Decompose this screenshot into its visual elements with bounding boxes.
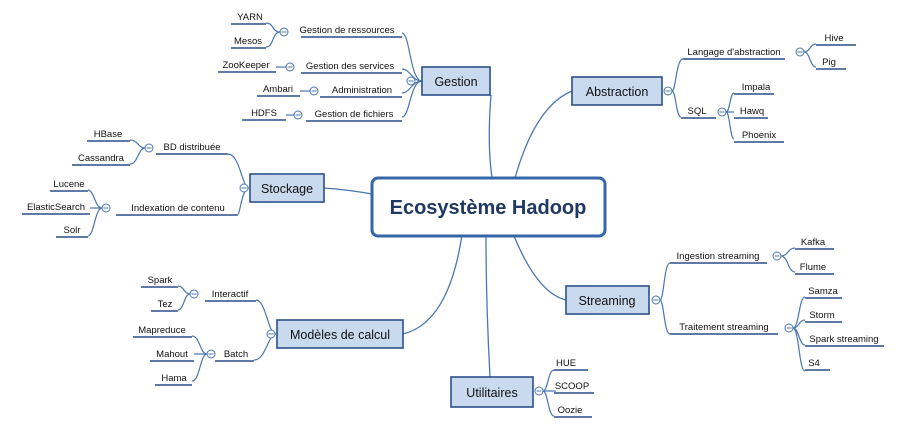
center-connectors [323, 90, 573, 378]
collapse-toggle-gestion-icon[interactable] [406, 76, 416, 86]
collapse-toggle-ingestion-icon[interactable] [772, 251, 782, 261]
branch-label-utilitaires: Utilitaires [466, 386, 517, 400]
leaf-phoenix: Phoenix [742, 130, 777, 141]
branch-node-calcul[interactable]: Modèles de calcul [276, 319, 404, 349]
leaf-scoop: SCOOP [555, 381, 589, 392]
branch-abstraction: Langage d'abstraction SQL Hive Pig Impal… [571, 33, 856, 143]
branch-node-gestion[interactable]: Gestion [421, 66, 491, 96]
collapse-toggle-administration-icon[interactable] [309, 86, 319, 96]
connector-gestion [488, 94, 493, 179]
collapse-toggle-batch-icon[interactable] [206, 349, 216, 359]
gestion-ressources-label: Gestion de ressources [299, 25, 394, 36]
connector-abstraction [514, 90, 573, 179]
leaf-pig: Pig [822, 57, 836, 68]
leaf-impala: Impala [742, 82, 771, 93]
leaf-mesos: Mesos [234, 36, 262, 47]
branch-label-calcul: Modèles de calcul [290, 328, 390, 342]
branch-stockage: BD distribuée Indexation de contenu HBas… [22, 129, 325, 238]
branch-utilitaires: HUE SCOOP Oozie Utilitaires [450, 358, 594, 418]
leaf-hdfs: HDFS [251, 108, 277, 119]
leaf-samza: Samza [808, 286, 838, 297]
branch-node-stockage[interactable]: Stockage [249, 173, 325, 203]
leaf-ambari: Ambari [263, 84, 293, 95]
gestion-services-label: Gestion des services [306, 61, 394, 72]
branch-calcul: Interactif Batch Spark Tez Mapreduce Mah… [133, 275, 404, 386]
leaf-hbase: HBase [94, 129, 123, 140]
connector-streaming [513, 235, 567, 301]
collapse-toggle-sql-icon[interactable] [717, 107, 727, 117]
leaf-tez: Tez [158, 299, 173, 310]
langage-label: Langage d'abstraction [687, 47, 780, 58]
branch-label-gestion: Gestion [434, 75, 477, 89]
leaf-spark: Spark [148, 275, 173, 286]
indexation-label: Indexation de contenu [131, 203, 225, 214]
central-topic-label: Ecosystème Hadoop [390, 197, 587, 219]
collapse-toggle-interactif-icon[interactable] [189, 289, 199, 299]
branch-label-streaming: Streaming [579, 294, 636, 308]
interactif-label: Interactif [212, 289, 249, 300]
leaf-mapreduce: Mapreduce [138, 325, 186, 336]
collapse-toggle-services-icon[interactable] [285, 62, 295, 72]
administration-label: Administration [332, 85, 392, 96]
batch-label: Batch [224, 349, 248, 360]
branch-node-utilitaires[interactable]: Utilitaires [450, 376, 534, 408]
collapse-toggle-traitement-icon[interactable] [784, 323, 794, 333]
leaf-kafka: Kafka [801, 237, 826, 248]
branch-node-streaming[interactable]: Streaming [565, 285, 650, 315]
connector-stockage [323, 187, 373, 195]
leaf-zookeeper: ZooKeeper [222, 60, 269, 71]
collapse-toggle-fichiers-icon[interactable] [293, 110, 303, 120]
leaf-flume: Flume [800, 262, 826, 273]
collapse-toggle-abstraction-icon[interactable] [663, 86, 673, 96]
leaf-elasticsearch: ElasticSearch [27, 202, 85, 213]
branch-label-stockage: Stockage [261, 182, 313, 196]
central-topic[interactable]: Ecosystème Hadoop [370, 176, 607, 238]
collapse-toggle-indexation-icon[interactable] [101, 203, 111, 213]
leaf-hawq: Hawq [740, 106, 764, 117]
leaf-hive: Hive [824, 33, 843, 44]
branch-streaming: Ingestion streaming Traitement streaming… [565, 237, 884, 372]
traitement-label: Traitement streaming [679, 322, 768, 333]
branch-node-abstraction[interactable]: Abstraction [571, 76, 663, 106]
leaf-s4: S4 [808, 358, 820, 369]
collapse-toggle-stockage-icon[interactable] [239, 183, 249, 193]
leaf-hama: Hama [161, 373, 187, 384]
ingestion-label: Ingestion streaming [677, 251, 760, 262]
leaf-mahout: Mahout [156, 349, 188, 360]
leaf-hue: HUE [556, 358, 576, 369]
collapse-toggle-streaming-icon[interactable] [651, 295, 661, 305]
collapse-toggle-calcul-icon[interactable] [266, 329, 276, 339]
sql-label: SQL [687, 106, 706, 117]
bd-distribuee-label: BD distribuée [163, 142, 220, 153]
leaf-solr: Solr [64, 225, 81, 236]
leaf-yarn: YARN [237, 12, 263, 23]
collapse-toggle-utilitaires-icon[interactable] [534, 386, 544, 396]
leaf-lucene: Lucene [53, 179, 84, 190]
branch-gestion: Gestion de ressources Gestion des servic… [218, 12, 491, 122]
leaf-spark-streaming: Spark streaming [809, 334, 878, 345]
gestion-fichiers-label: Gestion de fichiers [315, 109, 394, 120]
leaf-storm: Storm [809, 310, 834, 321]
collapse-toggle-ressources-icon[interactable] [279, 27, 289, 37]
branch-label-abstraction: Abstraction [586, 85, 649, 99]
collapse-toggle-langage-icon[interactable] [795, 47, 805, 57]
leaf-oozie: Oozie [558, 405, 583, 416]
leaf-cassandra: Cassandra [78, 153, 125, 164]
connector-utilitaires [485, 235, 491, 378]
connector-calcul [402, 234, 463, 335]
collapse-toggle-bd-icon[interactable] [144, 143, 154, 153]
